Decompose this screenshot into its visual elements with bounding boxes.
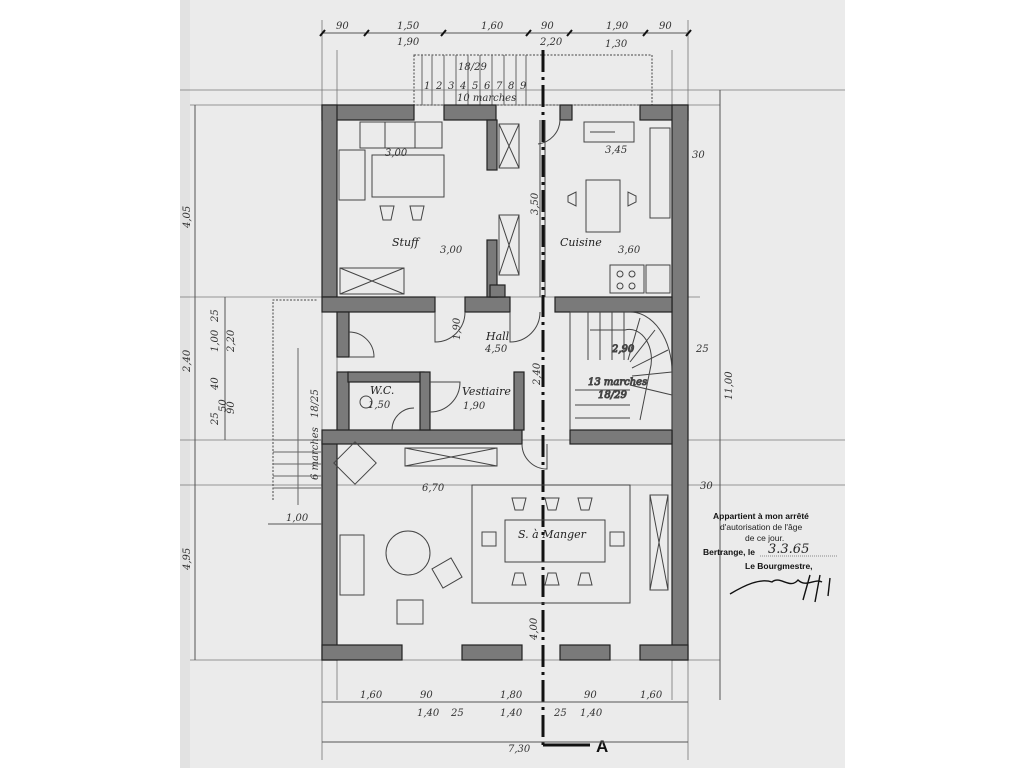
top-dimensions: 90 1,50 1,60 90 1,90 90 1,90 2,20 1,30 — [319, 21, 692, 50]
entry-stair-ratio: 18/25 — [310, 389, 321, 418]
approval-stamp: Appartient à mon arrêté d'autorisation d… — [703, 511, 838, 603]
right-dim: 25 — [695, 344, 709, 355]
right-dim: 11,00 — [724, 371, 735, 400]
room-dim: 3,00 — [440, 245, 463, 256]
stair-ratio: 18/29 — [458, 62, 487, 73]
stamp-date: 3.3.65 — [768, 542, 809, 557]
room-dim: 4,50 — [484, 344, 508, 355]
top-dim: 1,60 — [481, 21, 504, 32]
bottom-dim: 1,60 — [640, 690, 663, 701]
doors — [348, 119, 561, 470]
right-dimensions: 11,00 30 25 30 — [692, 90, 735, 700]
top-dim: 1,30 — [605, 39, 628, 50]
right-dim: 30 — [692, 150, 705, 161]
left-subdim: 1,00 — [210, 329, 221, 352]
room-label-dining: S. à Manger — [518, 528, 587, 541]
bottom-dim: 90 — [584, 690, 597, 701]
bottom-dim: 1,40 — [500, 708, 523, 719]
room-label-wc: W.C. — [370, 384, 394, 397]
room-dim: 3,50 — [530, 192, 541, 215]
step-number: 2 — [435, 81, 442, 92]
room-dim: 1,50 — [368, 400, 391, 411]
left-subdim: 2,20 — [226, 329, 237, 353]
room-dim: 1,90 — [452, 317, 463, 340]
room-dim: 1,90 — [463, 401, 486, 412]
room-dim: 3,45 — [605, 145, 627, 156]
left-dim: 4,05 — [182, 206, 193, 229]
total-dim: 7,30 — [508, 744, 531, 755]
stair-ratio: 18/29 — [598, 390, 627, 401]
stamp-line: d'autorisation de l'âge — [720, 522, 802, 532]
signature — [729, 574, 831, 603]
top-dim: 90 — [541, 21, 554, 32]
kitchen-furniture — [567, 121, 671, 294]
step-number: 5 — [472, 81, 478, 92]
bottom-dim: 1,40 — [580, 708, 603, 719]
left-subdim: 40 — [210, 377, 221, 391]
walls — [321, 104, 689, 661]
left-dim: 2,40 — [182, 349, 193, 373]
top-dim: 90 — [336, 21, 349, 32]
paper — [180, 0, 845, 768]
interior-partitions — [539, 120, 571, 430]
stamp-line: de ce jour. — [745, 533, 784, 543]
left-dim: 4,95 — [182, 548, 193, 571]
left-subdim: 50 — [218, 399, 229, 412]
room-labels: Stuff Cuisine Hall W.C. Vestiaire S. à M… — [368, 145, 641, 641]
room-dim: 6,70 — [422, 483, 445, 494]
top-dim: 1,50 — [397, 21, 420, 32]
bottom-dim: 1,80 — [500, 690, 523, 701]
step-number: 7 — [496, 81, 503, 92]
top-dim: 90 — [659, 21, 672, 32]
stair-dim: 2,90 — [611, 344, 635, 355]
bottom-dim: 90 — [420, 690, 433, 701]
bottom-dim: 25 — [553, 708, 567, 719]
room-label-stuff: Stuff — [392, 236, 421, 249]
room-label-cuisine: Cuisine — [560, 236, 602, 249]
step-number: 6 — [484, 81, 491, 92]
bottom-dim: 25 — [450, 708, 464, 719]
interior-staircase: 13 marches 18/29 2,90 — [570, 311, 673, 430]
room-label-vestiaire: Vestiaire — [462, 385, 511, 398]
entry-stair-label: 6 marches — [310, 427, 321, 480]
dining-furniture — [333, 441, 669, 625]
living-room-furniture — [338, 121, 520, 295]
stair-label: 10 marches — [457, 93, 516, 104]
room-dim: 3,60 — [618, 245, 641, 256]
stamp-place: Bertrange, le — [703, 547, 755, 557]
stamp-title: Le Bourgmestre, — [745, 561, 813, 571]
top-dim: 1,90 — [397, 37, 420, 48]
step-number: 9 — [520, 81, 527, 92]
room-label-hall: Hall — [485, 330, 510, 343]
top-dim: 1,90 — [606, 21, 629, 32]
step-number: 1 — [424, 81, 430, 92]
room-dim: 4,00 — [529, 617, 540, 641]
step-number: 4 — [459, 81, 466, 92]
room-dim: 3,00 — [385, 148, 408, 159]
entry-stair-width: 1,00 — [286, 513, 309, 524]
stamp-line: Appartient à mon arrêté — [713, 511, 809, 521]
left-subdim: 90 — [226, 401, 237, 414]
section-marker: A — [596, 737, 608, 756]
room-dim: 2,40 — [532, 362, 543, 386]
bottom-dimensions: 1,60 90 1,80 90 1,60 1,40 25 1,40 25 1,4… — [322, 690, 688, 743]
right-dim: 30 — [700, 481, 713, 492]
bottom-dim: 1,60 — [360, 690, 383, 701]
step-number: 3 — [448, 81, 454, 92]
exterior-stairs: 18/29 1 2 3 4 5 6 7 8 9 10 marches — [413, 54, 653, 106]
top-dim: 2,20 — [539, 37, 563, 48]
left-dimensions: 4,05 2,40 4,95 25 1,00 2,20 40 25 50 90 … — [182, 105, 322, 660]
step-number: 8 — [508, 81, 514, 92]
left-subdim: 25 — [210, 412, 221, 426]
stair-label: 13 marches — [588, 377, 647, 388]
left-subdim: 25 — [210, 309, 221, 323]
bottom-dim: 1,40 — [417, 708, 440, 719]
